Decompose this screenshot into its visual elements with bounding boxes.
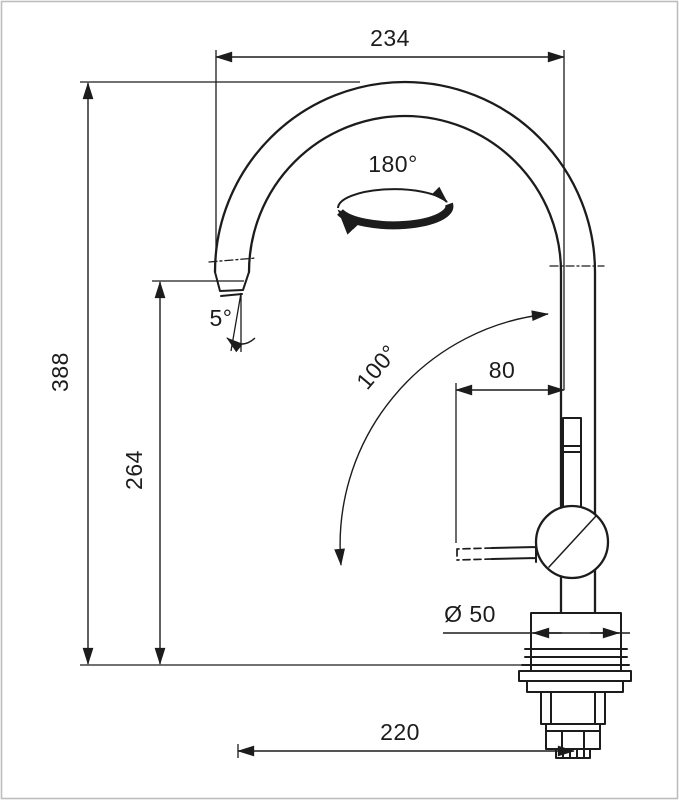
handle-lever-phantom bbox=[456, 547, 493, 561]
label-reach: 220 bbox=[380, 719, 420, 745]
outlet-angle-arc bbox=[226, 337, 256, 353]
handle-pin bbox=[562, 417, 582, 511]
label-swivel-angle: 180° bbox=[368, 151, 418, 177]
lever-swing-arc bbox=[334, 310, 549, 566]
label-top-width: 234 bbox=[370, 25, 410, 51]
spout-tube bbox=[213, 80, 597, 614]
label-lever-length: 80 bbox=[489, 357, 516, 383]
swivel-arrow-top bbox=[337, 186, 448, 209]
spout-outlet bbox=[214, 271, 250, 297]
label-base-diameter: Ø 50 bbox=[444, 601, 496, 627]
label-outlet-angle: 5° bbox=[210, 305, 233, 331]
dimension-labels: 234 388 264 180° 5° 100° 80 Ø 50 220 bbox=[47, 25, 515, 745]
mounting-base bbox=[518, 612, 632, 759]
swivel-arrow-bottom bbox=[337, 202, 454, 235]
handle-lever bbox=[491, 542, 537, 563]
dimensions bbox=[80, 50, 630, 758]
extension-lines bbox=[80, 50, 565, 758]
label-overall-height: 388 bbox=[47, 352, 73, 392]
faucet-outline bbox=[208, 80, 632, 759]
junction-centerlines bbox=[208, 257, 605, 267]
label-spout-height: 264 bbox=[121, 450, 147, 490]
handle-joint-axis bbox=[548, 515, 597, 568]
label-lever-angle: 100° bbox=[351, 340, 403, 395]
